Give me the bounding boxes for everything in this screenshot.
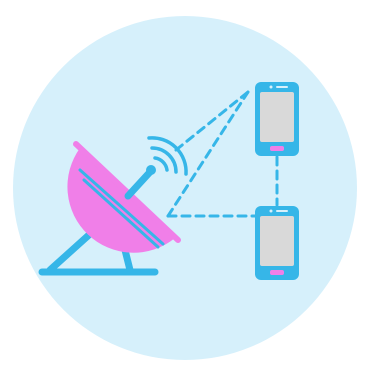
phone-bottom-screen: [260, 216, 294, 266]
phone-top-screen: [260, 92, 294, 142]
dish-feed-head: [146, 165, 156, 175]
phone-top-speaker: [276, 86, 288, 88]
phone-top-home-button: [270, 146, 284, 151]
smartphone-icon: [255, 82, 299, 156]
phone-top-camera: [270, 86, 273, 89]
phone-bottom-home-button: [270, 270, 284, 275]
phone-bottom-speaker: [276, 210, 288, 212]
smartphone-icon: [255, 206, 299, 280]
phone-bottom-camera: [270, 210, 273, 213]
